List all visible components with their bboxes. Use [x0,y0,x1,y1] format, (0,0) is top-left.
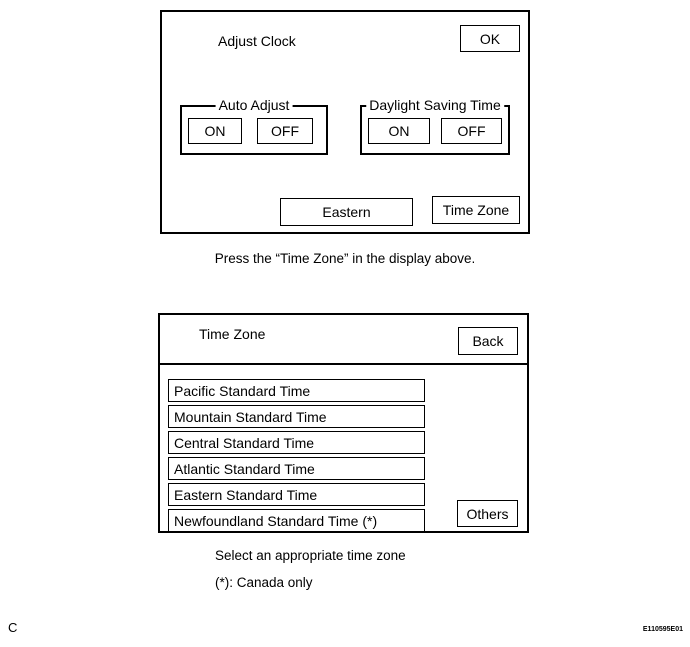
zone-option-pacific[interactable]: Pacific Standard Time [168,379,425,402]
time-zone-button[interactable]: Time Zone [432,196,520,224]
eastern-button[interactable]: Eastern [280,198,413,226]
page-marker: C [8,620,18,635]
back-button[interactable]: Back [458,327,518,355]
others-button[interactable]: Others [457,500,518,527]
ok-button[interactable]: OK [460,25,520,52]
daylight-saving-group: Daylight Saving Time ON OFF [360,97,510,155]
zone-option-central[interactable]: Central Standard Time [168,431,425,454]
press-time-zone-caption: Press the “Time Zone” in the display abo… [214,251,476,266]
figure-code: E110595E01 [642,626,683,633]
time-zone-screen: Time Zone Back Pacific Standard Time Mou… [158,313,529,533]
time-zone-header: Time Zone Back [160,315,527,365]
daylight-saving-off-button[interactable]: OFF [441,118,502,144]
auto-adjust-group: Auto Adjust ON OFF [180,97,328,155]
adjust-clock-title: Adjust Clock [218,33,296,49]
daylight-saving-legend: Daylight Saving Time [366,97,504,113]
zone-option-mountain[interactable]: Mountain Standard Time [168,405,425,428]
zone-option-atlantic[interactable]: Atlantic Standard Time [168,457,425,480]
zone-option-newfoundland[interactable]: Newfoundland Standard Time (*) [168,509,425,532]
canada-only-note: (*): Canada only [215,575,313,590]
auto-adjust-off-button[interactable]: OFF [257,118,313,144]
zone-option-eastern[interactable]: Eastern Standard Time [168,483,425,506]
auto-adjust-on-button[interactable]: ON [188,118,242,144]
adjust-clock-screen: Adjust Clock OK Auto Adjust ON OFF Dayli… [160,10,530,234]
auto-adjust-legend: Auto Adjust [215,97,293,113]
time-zone-title: Time Zone [199,326,266,342]
daylight-saving-on-button[interactable]: ON [368,118,430,144]
time-zone-list: Pacific Standard Time Mountain Standard … [168,379,425,535]
select-zone-caption: Select an appropriate time zone [215,548,406,563]
